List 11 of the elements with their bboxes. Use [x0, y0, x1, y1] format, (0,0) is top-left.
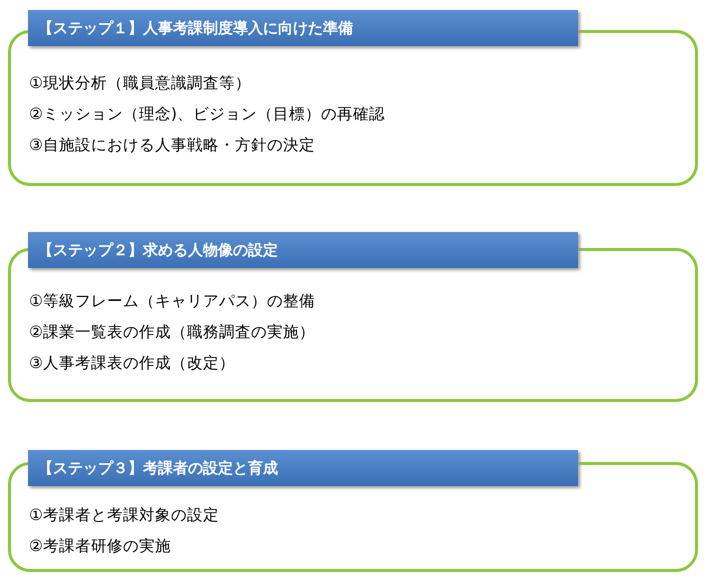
list-item: ②考課者研修の実施 — [29, 536, 171, 557]
list-item: ②ミッション（理念)、ビジョン（目標）の再確認 — [29, 104, 385, 125]
list-item: ①現状分析（職員意識調査等） — [29, 73, 251, 94]
step-heading: 【ステップ２】求める人物像の設定 — [28, 232, 578, 268]
step-heading: 【ステップ３】考課者の設定と育成 — [28, 450, 578, 486]
step-heading: 【ステップ１】人事考課制度導入に向けた準備 — [28, 10, 578, 46]
list-item: ③人事考課表の作成（改定） — [29, 353, 235, 374]
list-item: ②課業一覧表の作成（職務調査の実施） — [29, 322, 315, 343]
list-item: ③自施設における人事戦略・方針の決定 — [29, 135, 315, 156]
list-item: ①考課者と考課対象の設定 — [29, 505, 219, 526]
list-item: ①等級フレーム（キャリアパス）の整備 — [29, 291, 315, 312]
